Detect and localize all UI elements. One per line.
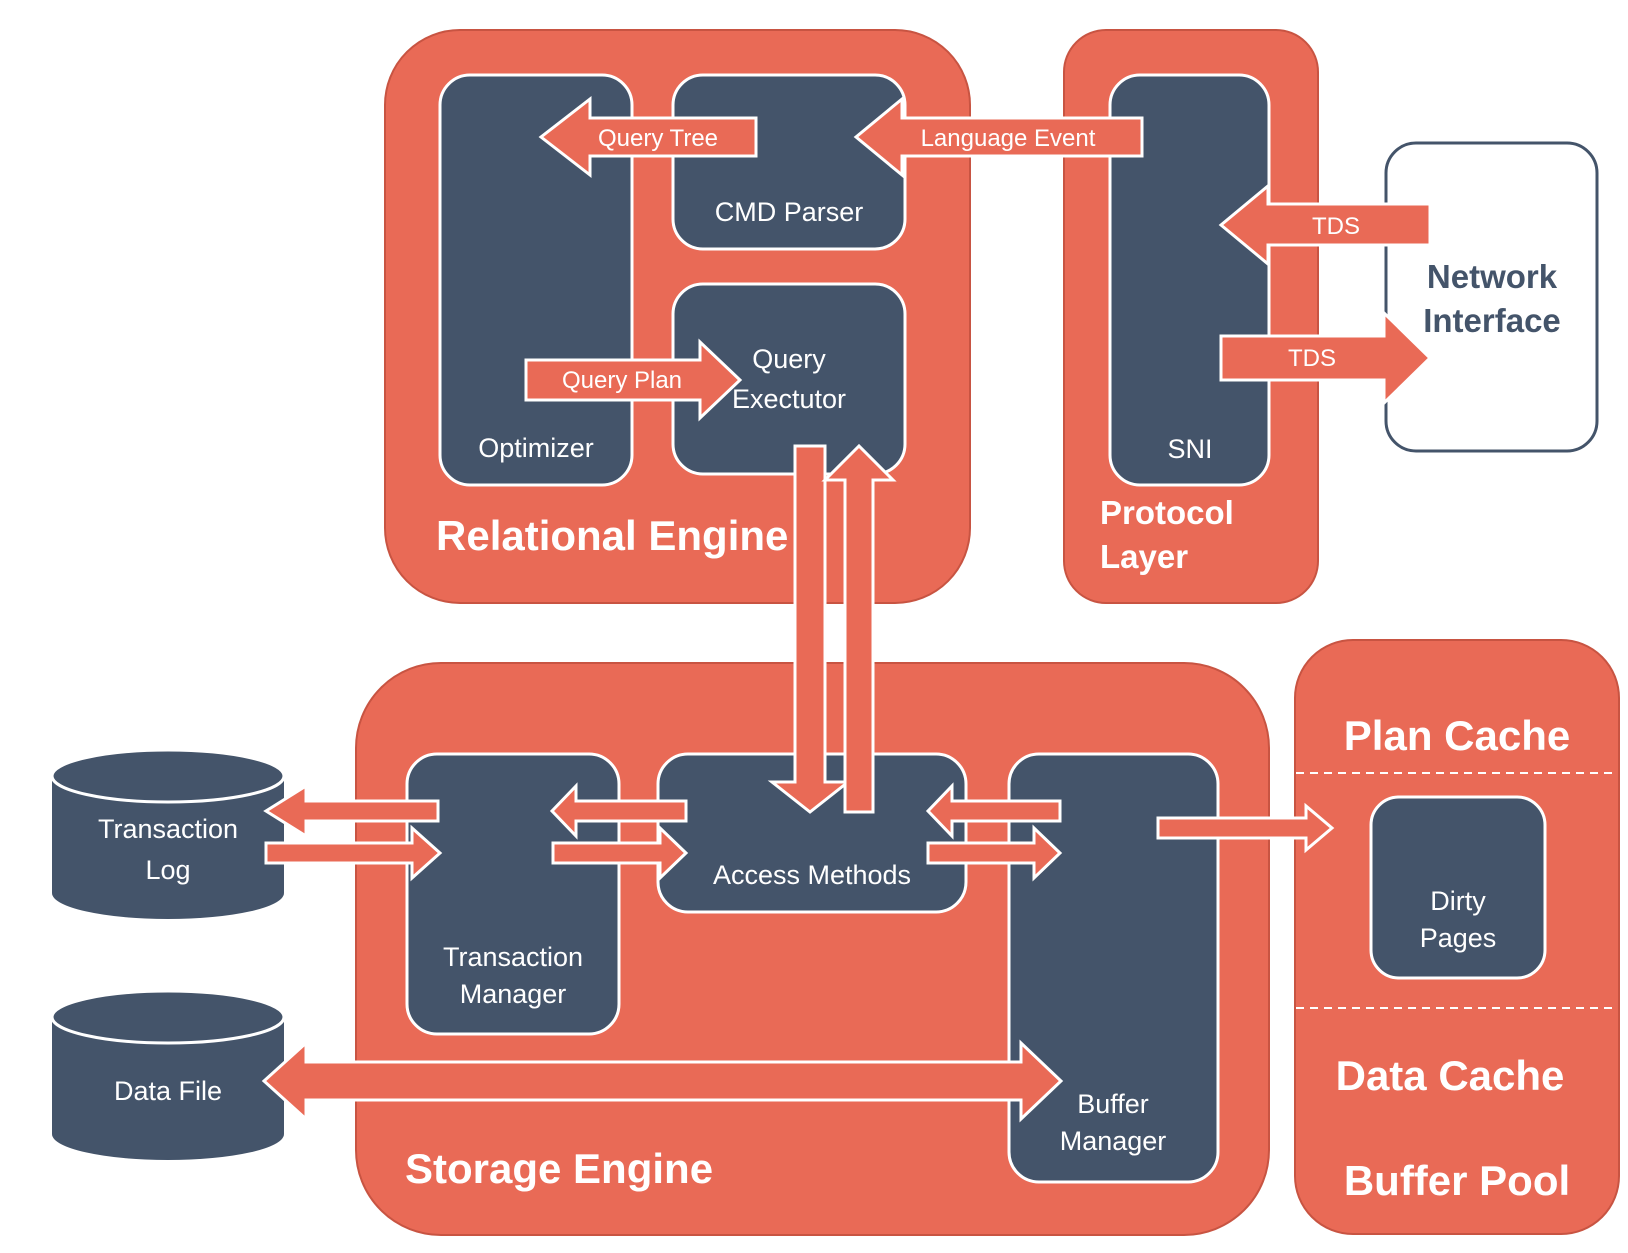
protocol-layer: SNI Protocol Layer [1063,29,1319,604]
data-file-buffer-manager-double-arrow [261,1039,1064,1123]
arrows [261,95,1433,1123]
query-tree-arrow-label: Query Tree [598,125,718,152]
tds-in-arrow-label: TDS [1312,213,1360,240]
language-event-arrow [853,95,1144,179]
network-interface-label-line1: Network [1427,258,1558,295]
buffer-manager-to-buffer-pool-arrow [1156,802,1335,854]
tds-out-arrow-label: TDS [1288,345,1336,372]
access-to-txn-manager-arrow [549,782,688,840]
data-file-cylinder: Data File [50,989,286,1160]
protocol-layer-title-line2: Layer [1100,538,1188,575]
storage-engine-title: Storage Engine [405,1145,713,1192]
buffer-manager-to-access-arrow [925,782,1062,840]
language-event-arrow-label: Language Event [921,125,1096,152]
dirty-pages-label-line1: Dirty [1430,886,1486,916]
buffer-manager-label-line2: Manager [1060,1126,1167,1156]
dirty-pages-box [1369,795,1547,980]
sni-label: SNI [1167,434,1212,464]
data-cache-title: Data Cache [1336,1052,1565,1099]
query-executor-label-line1: Query [752,344,826,374]
transaction-log-cylinder: Transaction Log [50,748,286,919]
txn-manager-to-access-arrow [551,824,689,882]
access-to-buffer-manager-arrow [926,824,1063,882]
executor-to-access-down-arrow [767,444,853,814]
network-interface-box [1384,141,1599,453]
log-to-txn-manager-arrow [264,824,443,882]
sni-box [1108,73,1271,487]
tds-in-arrow [1218,182,1432,268]
cmd-parser-label: CMD Parser [715,197,864,227]
access-methods-label: Access Methods [713,860,911,890]
transaction-manager-label-line2: Manager [460,979,567,1009]
network-interface-label-line2: Interface [1423,302,1561,339]
transaction-log-label-line1: Transaction [98,814,238,844]
buffer-manager-label-line1: Buffer [1077,1089,1149,1119]
network-interface: Network Interface [1384,141,1599,453]
query-tree-arrow [538,95,758,179]
buffer-pool: Dirty Pages Plan Cache Data Cache Buffer… [1294,639,1620,1235]
tds-out-arrow [1219,309,1433,407]
query-plan-arrow-label: Query Plan [562,367,682,394]
buffer-pool-title: Buffer Pool [1344,1157,1570,1204]
relational-engine-title: Relational Engine [436,512,788,559]
txn-manager-to-log-arrow [263,783,440,839]
query-executor-label-line2: Exectutor [732,384,846,414]
optimizer-label: Optimizer [478,433,594,463]
dirty-pages-label-line2: Pages [1420,923,1497,953]
query-plan-arrow [524,338,743,422]
buffer-manager-box [1007,752,1220,1184]
transaction-manager-label-line1: Transaction [443,942,583,972]
data-file-label: Data File [114,1076,222,1106]
access-to-executor-up-arrow [821,443,897,814]
plan-cache-title: Plan Cache [1344,712,1570,759]
protocol-layer-title-line1: Protocol [1100,494,1234,531]
transaction-log-label-line2: Log [145,855,190,885]
